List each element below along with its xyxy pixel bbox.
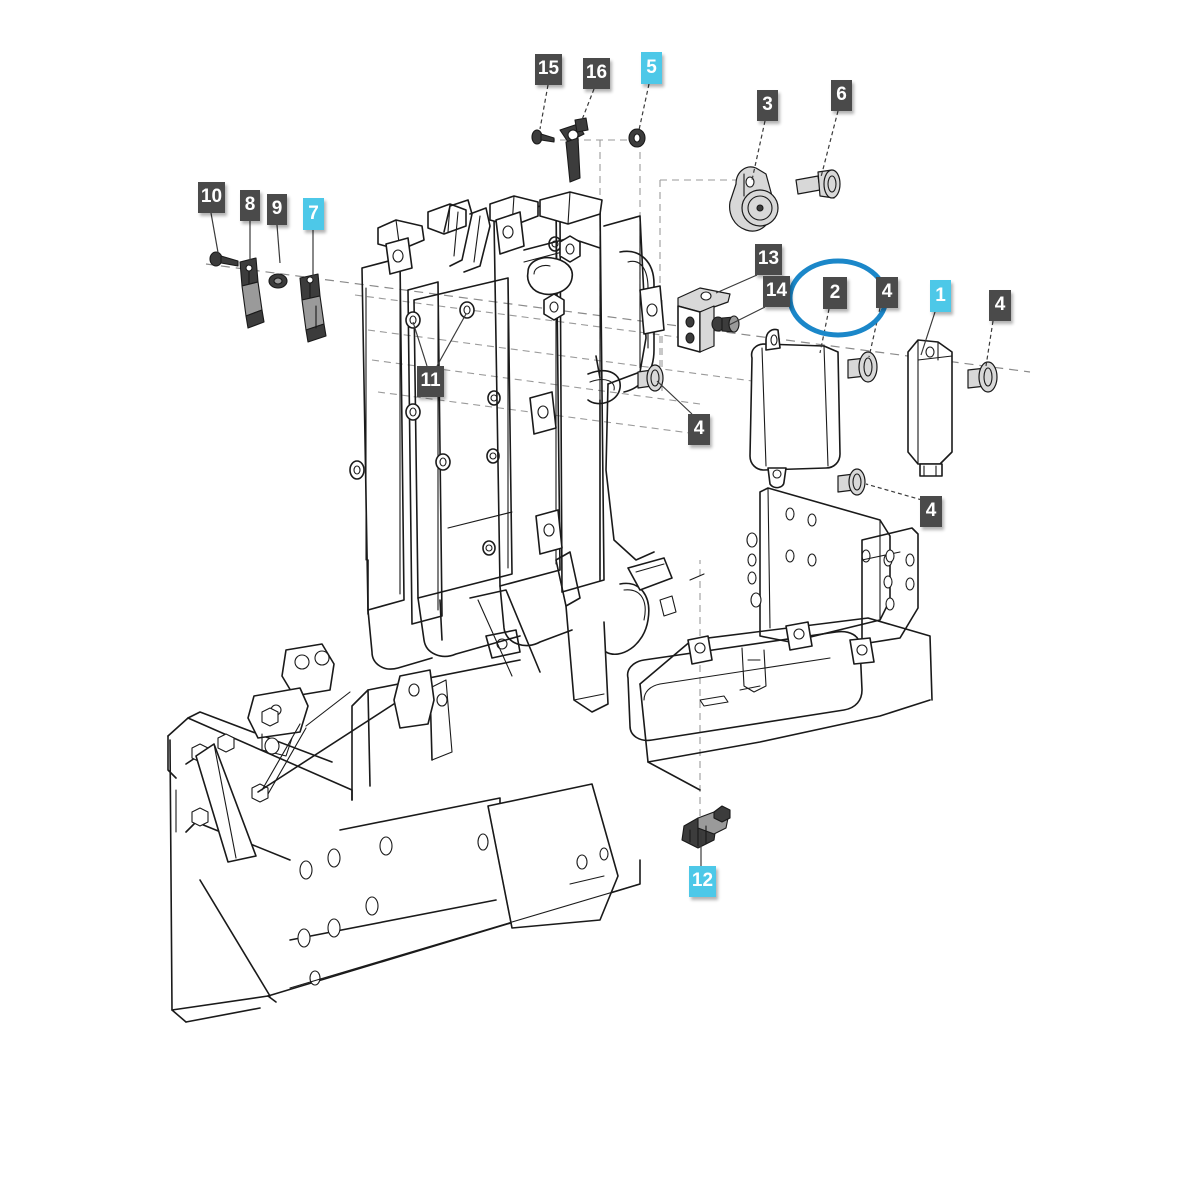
callout-label-11[interactable]: 11 [417, 366, 444, 397]
part-6-bolt [795, 169, 841, 199]
callout-label-6[interactable]: 6 [831, 80, 852, 111]
part-2-control-box [749, 328, 841, 489]
callout-label-8[interactable]: 8 [240, 190, 260, 221]
callout-text: 15 [537, 58, 560, 79]
callout-text: 2 [829, 281, 841, 303]
part-1-control-box [907, 339, 953, 477]
callout-text: 13 [757, 248, 780, 269]
part-4-bolt-c [637, 364, 664, 392]
exploded-parts-top-left [209, 251, 327, 343]
part-4-bolt-b [967, 361, 998, 393]
callout-text: 4 [881, 281, 893, 302]
part-15-screw [531, 129, 555, 145]
callout-label-13[interactable]: 13 [755, 244, 782, 275]
callout-text: 4 [925, 500, 937, 521]
exploded-parts-top-middle [531, 117, 646, 183]
callout-text: 10 [200, 186, 223, 207]
chassis-frame [167, 487, 933, 1023]
part-3-horn [729, 166, 779, 232]
callout-label-4-d[interactable]: 4 [920, 496, 942, 527]
assembly-axis-lines [205, 139, 1031, 816]
exploded-parts-horn [729, 166, 841, 232]
callout-label-5[interactable]: 5 [641, 52, 662, 84]
callout-label-15[interactable]: 15 [535, 54, 562, 85]
exploded-parts-boxes [637, 328, 998, 496]
rops-frame [349, 191, 673, 670]
callout-text: 16 [585, 62, 608, 83]
far-right-plate-holes [883, 549, 915, 611]
callout-label-3[interactable]: 3 [757, 90, 778, 121]
callout-label-12[interactable]: 12 [689, 866, 716, 897]
right-plate-holes [746, 507, 893, 608]
part-14-bolt [711, 315, 740, 333]
part-4-bolt-a [847, 351, 878, 383]
part-7-switch [299, 273, 327, 343]
callout-label-16[interactable]: 16 [583, 58, 610, 89]
callout-text: 8 [244, 194, 256, 215]
callout-text: 11 [420, 370, 441, 391]
callout-text: 3 [762, 94, 773, 115]
part-9-bushing [268, 273, 288, 289]
callout-label-4-b[interactable]: 4 [989, 290, 1011, 321]
part-13-bracket [677, 287, 731, 353]
callout-text: 6 [836, 84, 847, 105]
part-12-connector [681, 805, 731, 849]
callout-label-1[interactable]: 1 [930, 280, 951, 312]
callout-text: 12 [691, 870, 714, 891]
exploded-parts-bracket [677, 287, 740, 353]
callout-label-14[interactable]: 14 [763, 276, 790, 307]
callout-label-4-a[interactable]: 4 [876, 277, 898, 308]
callout-text: 1 [935, 284, 946, 306]
callout-text: 9 [271, 198, 283, 219]
callout-text: 4 [693, 418, 705, 439]
callout-label-7[interactable]: 7 [303, 198, 324, 230]
callout-text: 5 [646, 56, 657, 78]
part-16-lever [559, 117, 589, 183]
chassis-bolt-holes [297, 833, 489, 986]
callout-label-10[interactable]: 10 [198, 182, 225, 213]
callout-label-9[interactable]: 9 [267, 194, 287, 225]
part-4-bolt-d [837, 468, 866, 496]
part-8-switch [239, 257, 265, 329]
part-5-washer [628, 128, 646, 148]
part-10-screw [209, 251, 239, 267]
callout-text: 14 [765, 280, 788, 301]
callout-text: 4 [994, 294, 1006, 315]
callout-label-2[interactable]: 2 [823, 277, 847, 309]
callout-label-4-c[interactable]: 4 [688, 414, 710, 445]
callout-text: 7 [308, 202, 319, 224]
